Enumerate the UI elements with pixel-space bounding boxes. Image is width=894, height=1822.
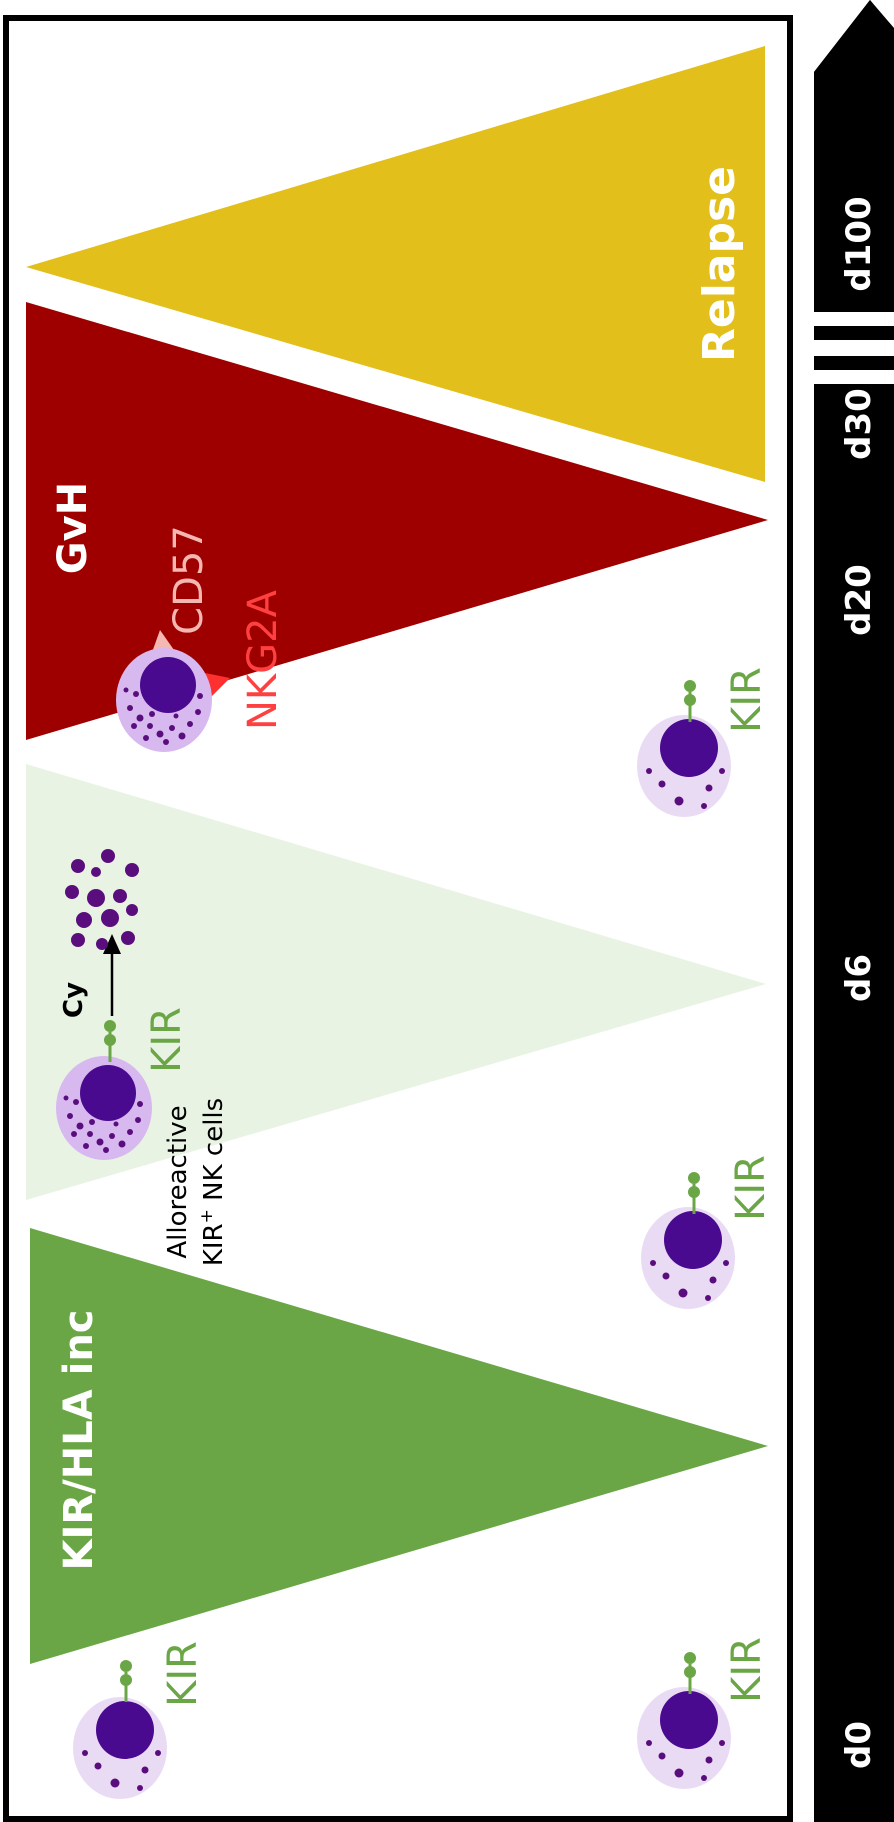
timeline-break-mark [814, 326, 894, 340]
timeline-label-d0: d0 [839, 1721, 879, 1769]
timeline-label-d100: d100 [839, 196, 879, 291]
timeline-break-mark [814, 356, 894, 370]
phase-label-relapse: Relapse [694, 166, 745, 362]
kir-label: KIR [724, 1637, 770, 1703]
kir-label: KIR [724, 667, 770, 733]
kir-label: KIR [728, 1155, 774, 1221]
granule-fragments-icon [65, 849, 139, 950]
kir-label: KIR [160, 1641, 206, 1707]
nk-cell-d6-bottom [641, 1207, 735, 1309]
timeline-label-d30: d30 [839, 388, 879, 460]
nk-cell-gvh [116, 648, 212, 752]
timeline-label-d6: d6 [839, 954, 879, 1002]
phase-triangle-gvh [26, 302, 768, 740]
diagram-frame [3, 15, 793, 1822]
cy-label: Cy [59, 982, 89, 1018]
timeline-bar-upper [814, 72, 894, 312]
cd57-label: CD57 [166, 525, 212, 635]
cy-arrow-icon [103, 934, 121, 1016]
alloreactive-label-line2: KIR+ NK cells [197, 1098, 229, 1266]
nk-cell-d0-top [73, 1697, 167, 1799]
phase-triangle-relapse [26, 46, 765, 482]
phase-label-gvh: GvH [50, 482, 96, 574]
nk-cell-d20-bottom [637, 715, 731, 817]
nkg2a-label: NKG2A [240, 589, 286, 730]
alloreactive-label-line1: Alloreactive [163, 1105, 193, 1258]
nk-cell-d0-bottom [637, 1687, 731, 1789]
kir-label: KIR [144, 1007, 190, 1073]
nk-cell-alloreactive [56, 1056, 152, 1160]
timeline-bar-lower [814, 384, 894, 1822]
phase-triangle-kir-hla [30, 1228, 768, 1664]
timeline-axis [814, 0, 894, 1822]
kir-receptor-icon [118, 1658, 134, 1704]
timeline-label-d20: d20 [839, 564, 879, 636]
phase-label-kir-hla: KIR/HLA inc [56, 1309, 102, 1570]
phase-triangle-cy [26, 764, 766, 1200]
